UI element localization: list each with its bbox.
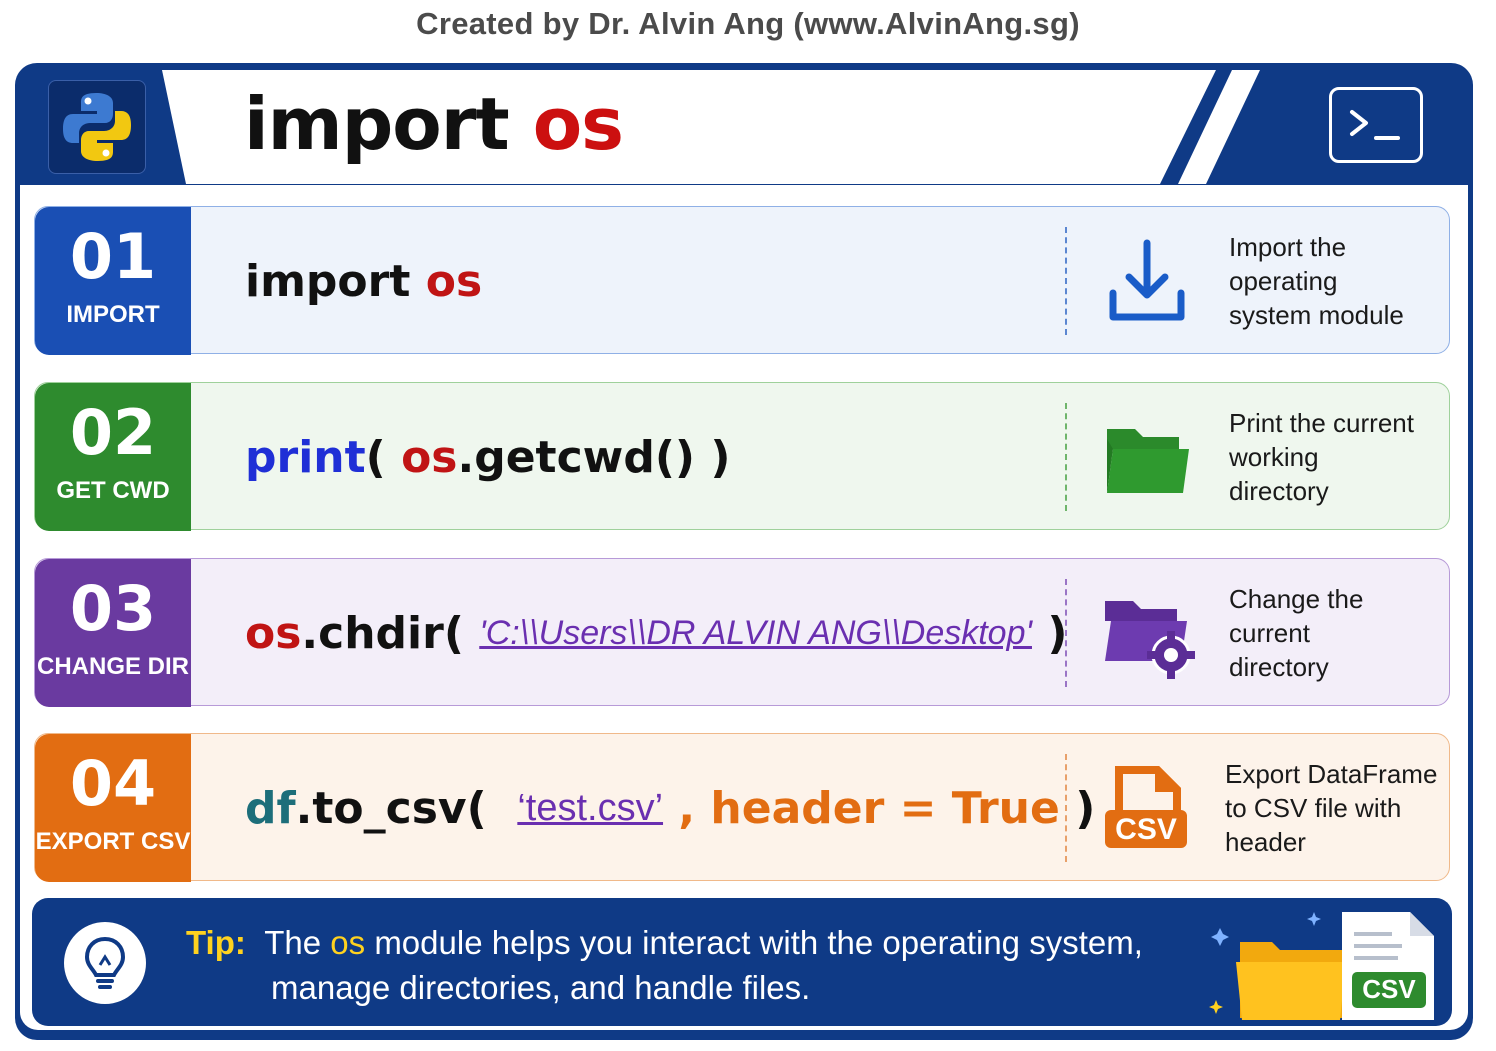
step-description: Print the current working directory <box>1229 383 1449 531</box>
step-row-import: 01 IMPORT import os Import the operating s… <box>34 206 1450 355</box>
step-row-getcwd: 02 GET CWD print( os.getcwd() ) Print th… <box>34 382 1450 531</box>
code-paren: ) <box>710 431 731 483</box>
csv-file-icon: CSV <box>1099 760 1195 856</box>
folder-gear-icon <box>1099 585 1195 681</box>
code-parameter: header = True <box>710 782 1060 834</box>
desc-line: directory <box>1229 476 1329 506</box>
code-snippet: print( os.getcwd() ) <box>245 383 730 531</box>
step-number: 03 <box>69 572 157 645</box>
desc-line: directory <box>1229 652 1329 682</box>
folder-csv-illustration: CSV <box>1209 912 1434 1020</box>
folder-icon <box>1099 409 1195 505</box>
step-badge: 02 GET CWD <box>35 383 191 531</box>
terminal-icon <box>1329 87 1423 163</box>
tip-label: Tip: <box>186 924 246 961</box>
code-snippet: df.to_csv( ‘test.csv’ , header = True ) <box>245 734 1095 882</box>
code-object: df <box>245 782 296 834</box>
step-label: CHANGE DIR <box>36 653 189 680</box>
step-description: Change the current directory <box>1229 559 1449 707</box>
code-module: os <box>401 431 458 483</box>
code-module: os <box>425 255 483 307</box>
divider <box>1065 227 1067 335</box>
step-label: EXPORT CSV <box>35 828 191 855</box>
desc-line: system module <box>1229 300 1404 330</box>
desc-line: header <box>1225 827 1306 857</box>
tip-line2: manage directories, and handle files. <box>271 969 811 1006</box>
step-label: GET CWD <box>56 477 170 504</box>
tip-line1: module helps you interact with the opera… <box>374 924 1143 961</box>
csv-icon-label: CSV <box>1115 813 1177 846</box>
code-paren: ) <box>1075 782 1096 834</box>
desc-line: current <box>1229 618 1310 648</box>
download-icon <box>1099 233 1195 329</box>
step-row-chdir: 03 CHANGE DIR os.chdir( 'C:\\Users\\DR A… <box>34 558 1450 707</box>
code-comma: , <box>678 782 696 834</box>
code-method: .to_csv( <box>295 782 487 834</box>
python-logo-icon <box>48 80 146 174</box>
step-number: 04 <box>69 747 157 820</box>
tip-os: os <box>330 924 366 961</box>
tip-text: Tip: The os module helps you interact wi… <box>186 920 1143 1010</box>
step-number: 02 <box>69 396 157 469</box>
code-path-string: 'C:\\Users\\DR ALVIN ANG\\Desktop' <box>479 613 1032 652</box>
desc-line: to CSV file with <box>1225 793 1402 823</box>
step-row-export-csv: 04 EXPORT CSV df.to_csv( ‘test.csv’ , he… <box>34 733 1451 882</box>
code-paren: ) <box>1047 607 1068 659</box>
step-badge: 01 IMPORT <box>35 207 191 355</box>
code-module: os <box>245 607 302 659</box>
step-label: IMPORT <box>66 301 160 328</box>
divider <box>1065 579 1067 687</box>
code-paren: ( <box>365 431 386 483</box>
tip-word: The <box>264 924 322 961</box>
code-snippet: import os <box>245 207 482 355</box>
page-title: import os <box>244 82 624 166</box>
lightbulb-icon <box>64 922 146 1004</box>
code-method: .getcwd() <box>457 431 696 483</box>
desc-line: Print the current <box>1229 408 1414 438</box>
divider <box>1065 754 1067 862</box>
code-filename-string: ‘test.csv’ <box>517 786 664 829</box>
step-badge: 03 CHANGE DIR <box>35 559 191 707</box>
divider <box>1065 403 1067 511</box>
title-import: import <box>244 82 510 166</box>
step-description: Export DataFrame to CSV file with header <box>1225 734 1451 882</box>
tip-banner: Tip: The os module helps you interact wi… <box>32 898 1452 1026</box>
code-method: .chdir( <box>301 607 464 659</box>
desc-line: Import the <box>1229 232 1347 262</box>
desc-line: operating <box>1229 266 1338 296</box>
title-os: os <box>532 82 624 166</box>
step-description: Import the operating system module <box>1229 207 1449 355</box>
code-function: print <box>245 431 366 483</box>
code-snippet: os.chdir( 'C:\\Users\\DR ALVIN ANG\\Desk… <box>245 559 1067 707</box>
code-keyword: import <box>245 255 411 307</box>
step-badge: 04 EXPORT CSV <box>35 734 191 882</box>
desc-line: Change the <box>1229 584 1364 614</box>
credit-line: Created by Dr. Alvin Ang (www.AlvinAng.s… <box>416 6 1080 41</box>
desc-line: working <box>1229 442 1319 472</box>
desc-line: Export DataFrame <box>1225 759 1438 789</box>
step-number: 01 <box>69 220 157 293</box>
csv-badge-label: CSV <box>1362 974 1416 1004</box>
